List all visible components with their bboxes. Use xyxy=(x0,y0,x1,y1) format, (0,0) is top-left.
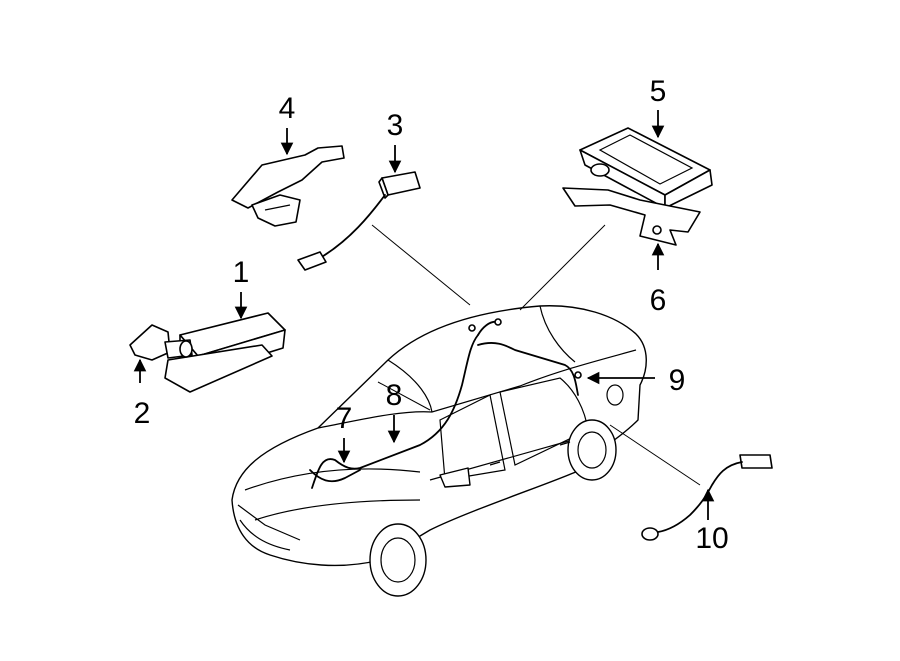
part-3-sensor xyxy=(297,171,421,271)
part-10-wire-lead xyxy=(641,454,773,541)
callout-4: 4 xyxy=(279,92,296,125)
callout-6: 6 xyxy=(650,284,667,317)
callout-arrows xyxy=(133,110,715,520)
part-6-bracket xyxy=(562,187,701,246)
callout-3: 3 xyxy=(387,109,404,142)
callout-10: 10 xyxy=(695,522,728,555)
callout-5: 5 xyxy=(650,75,667,108)
callout-9: 9 xyxy=(669,364,686,397)
callout-8: 8 xyxy=(386,379,403,412)
callout-labels: 1 2 3 4 5 6 7 8 9 10 xyxy=(134,75,729,555)
leader-lines xyxy=(371,224,701,486)
callout-2: 2 xyxy=(134,397,151,430)
vehicle-illustration xyxy=(231,305,647,597)
part-5-control-module xyxy=(579,127,713,209)
part-2-connector xyxy=(129,324,193,361)
part-4-bracket xyxy=(231,145,345,227)
callout-7: 7 xyxy=(336,402,353,435)
callout-1: 1 xyxy=(233,256,250,289)
